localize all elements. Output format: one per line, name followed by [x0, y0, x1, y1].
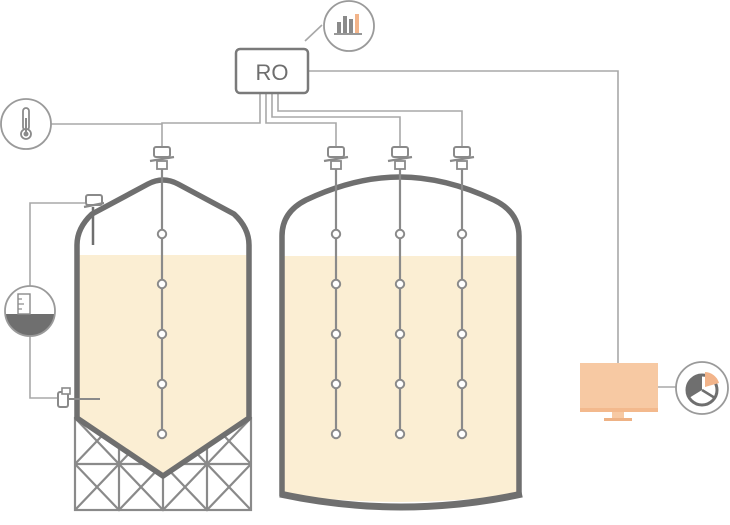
pie-chart-icon — [675, 361, 729, 415]
line-ro-to-probe-3 — [277, 94, 463, 148]
probe-head — [323, 146, 349, 170]
sensor-node — [394, 278, 406, 290]
line-ro-to-probe-1 — [265, 94, 337, 148]
sensor-node — [394, 228, 406, 240]
line-ro-to-probe-2 — [271, 94, 401, 148]
silo-tank — [57, 177, 253, 512]
sensor-node — [456, 278, 468, 290]
storage-bottom — [279, 490, 523, 511]
sensor-node — [394, 378, 406, 390]
temperature-probes — [149, 146, 475, 440]
connection-lines — [29, 24, 676, 399]
line-ro-to-report — [304, 24, 323, 42]
sensor-node — [456, 428, 468, 440]
temperature-probe — [149, 146, 175, 440]
level-gauge-icon — [4, 285, 56, 337]
sensor-node — [330, 278, 342, 290]
sensor-node — [456, 378, 468, 390]
pressure-sensor — [57, 387, 100, 408]
radar-level-sensor — [83, 194, 105, 245]
sensor-node — [156, 278, 168, 290]
silo-shell — [74, 177, 252, 479]
sensor-node — [330, 428, 342, 440]
temperature-probe — [323, 146, 349, 440]
probe-head — [449, 146, 475, 170]
sensor-node — [394, 328, 406, 340]
probe-head — [387, 146, 413, 170]
probe-head — [149, 146, 175, 170]
temperature-probe — [449, 146, 475, 440]
bar-chart-icon — [323, 0, 375, 52]
thermometer-icon — [0, 98, 52, 150]
line-ro-to-monitor — [308, 70, 619, 365]
sensor-node — [156, 428, 168, 440]
sensor-node — [394, 428, 406, 440]
sensor-node — [156, 328, 168, 340]
line-gauge-bottom — [29, 333, 58, 399]
line-ro-to-left-probe — [161, 94, 261, 148]
ro-controller: RO — [234, 47, 310, 95]
sensor-node — [330, 228, 342, 240]
sensor-node — [330, 378, 342, 390]
line-gauge-top — [29, 202, 85, 290]
temperature-probe — [387, 146, 413, 440]
sensor-node — [156, 378, 168, 390]
sensor-node — [156, 228, 168, 240]
sensor-node — [330, 328, 342, 340]
monitor-icon — [580, 363, 658, 421]
ro-label: RO — [256, 60, 289, 85]
sensor-node — [456, 228, 468, 240]
sensor-node — [456, 328, 468, 340]
